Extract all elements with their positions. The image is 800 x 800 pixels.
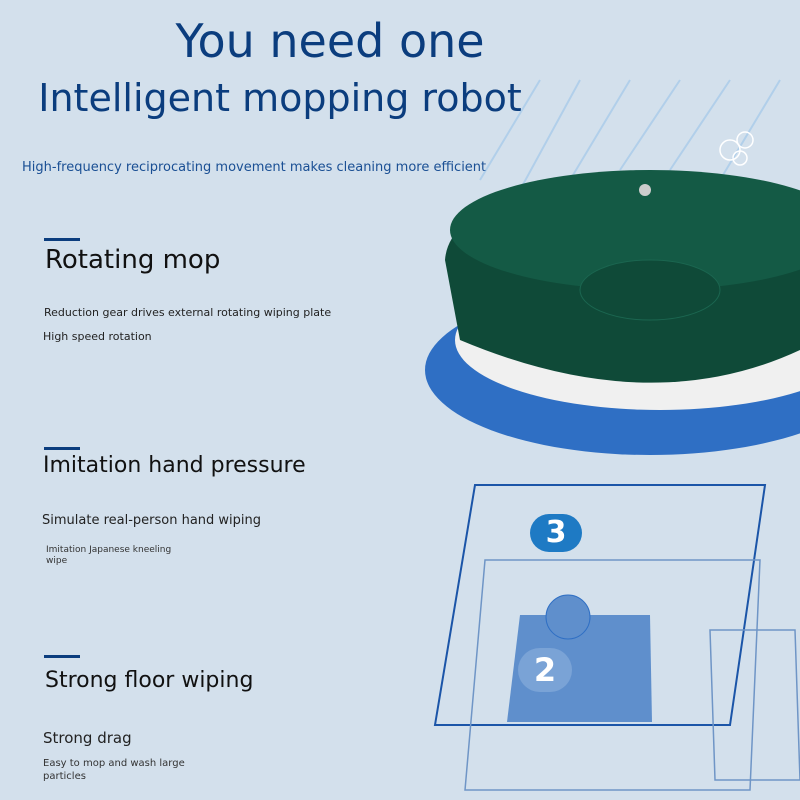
feature-title-rotating-mop: Rotating mop <box>45 245 221 275</box>
headline-line1: You need one <box>175 14 485 68</box>
feature-desc: Easy to mop and wash large particles <box>43 758 185 782</box>
section-divider <box>44 238 80 241</box>
feature-desc: Strong drag <box>43 729 132 747</box>
section-divider <box>44 447 80 450</box>
feature-title-floor-wiping: Strong floor wiping <box>45 668 254 693</box>
headline-line2: Intelligent mopping robot <box>38 76 522 120</box>
layer-diagram <box>433 484 800 791</box>
feature-desc: Imitation Japanese kneeling wipe <box>46 545 172 566</box>
badge-3: 3 <box>530 514 582 552</box>
tagline: High-frequency reciprocating movement ma… <box>22 160 487 175</box>
badge-2: 2 <box>518 648 572 692</box>
feature-desc: Reduction gear drives external rotating … <box>44 306 332 319</box>
robot-image <box>425 79 800 455</box>
feature-title-hand-pressure: Imitation hand pressure <box>43 453 306 478</box>
section-divider <box>44 655 80 658</box>
feature-desc: High speed rotation <box>43 330 152 343</box>
feature-desc: Simulate real-person hand wiping <box>42 513 262 528</box>
